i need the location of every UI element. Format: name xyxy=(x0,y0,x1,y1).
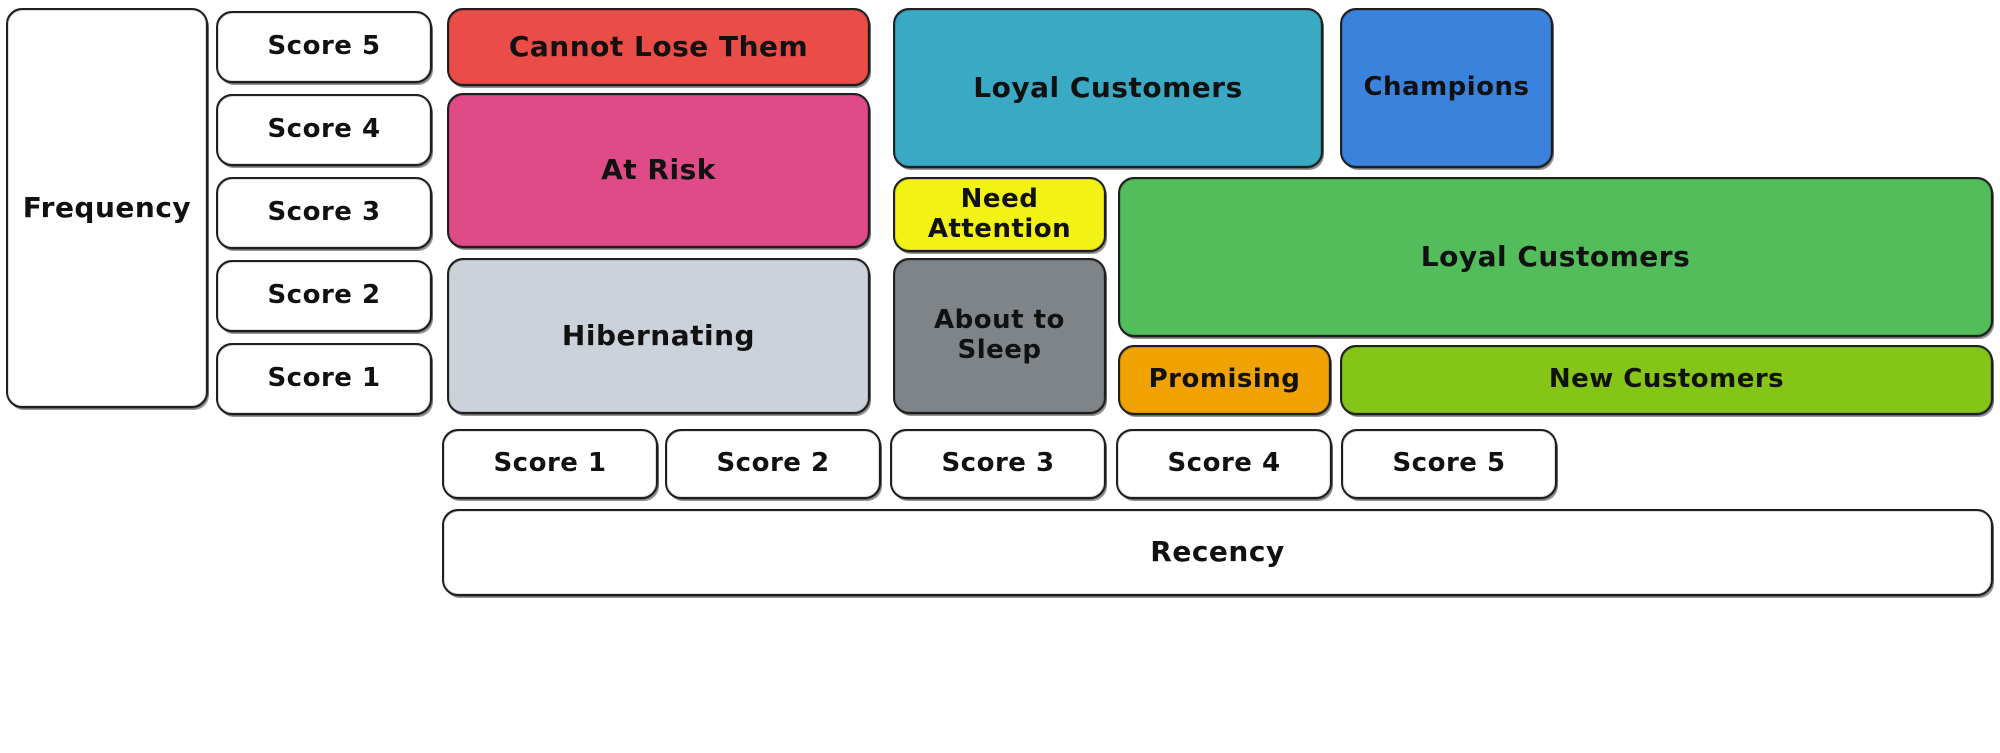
segment-cannot-lose-them[interactable]: Cannot Lose Them xyxy=(447,8,871,87)
frequency-score-1[interactable]: Score 1 xyxy=(216,343,433,416)
frequency-score-5[interactable]: Score 5 xyxy=(216,11,433,84)
recency-score-3[interactable]: Score 3 xyxy=(890,429,1107,500)
frequency-score-2[interactable]: Score 2 xyxy=(216,260,433,333)
segment-loyal-customers-green-label: Loyal Customers xyxy=(1420,239,1691,273)
frequency-score-2-label: Score 2 xyxy=(267,280,381,311)
recency-score-4-label: Score 4 xyxy=(1167,448,1281,479)
recency-score-2-label: Score 2 xyxy=(716,448,830,479)
segment-loyal-customers-green[interactable]: Loyal Customers xyxy=(1118,177,1994,338)
recency-score-5-label: Score 5 xyxy=(1392,448,1506,479)
segment-loyal-customers-teal-label: Loyal Customers xyxy=(973,70,1243,104)
recency-score-2[interactable]: Score 2 xyxy=(665,429,882,500)
segment-new-customers[interactable]: New Customers xyxy=(1340,345,1994,416)
frequency-score-5-label: Score 5 xyxy=(267,31,381,62)
frequency-axis-label: Frequency xyxy=(6,8,209,409)
recency-score-4[interactable]: Score 4 xyxy=(1116,429,1333,500)
segment-need-attention-label: Need Attention xyxy=(927,183,1072,244)
segment-new-customers-label: New Customers xyxy=(1548,364,1785,395)
segment-champions-label: Champions xyxy=(1363,72,1530,103)
frequency-score-4[interactable]: Score 4 xyxy=(216,94,433,167)
segment-promising[interactable]: Promising xyxy=(1118,345,1332,416)
segment-need-attention[interactable]: Need Attention xyxy=(893,177,1107,253)
segment-loyal-customers-teal[interactable]: Loyal Customers xyxy=(893,8,1324,169)
segment-about-to-sleep[interactable]: About to Sleep xyxy=(893,258,1107,415)
recency-score-1-label: Score 1 xyxy=(493,448,607,479)
segment-about-to-sleep-label: About to Sleep xyxy=(934,305,1065,365)
recency-axis-label-text: Recency xyxy=(1150,535,1285,569)
segment-hibernating[interactable]: Hibernating xyxy=(447,258,871,415)
segment-at-risk-label: At Risk xyxy=(601,153,716,187)
frequency-score-3-label: Score 3 xyxy=(267,197,381,228)
frequency-score-1-label: Score 1 xyxy=(267,363,381,394)
recency-axis-label: Recency xyxy=(442,509,1994,597)
frequency-score-4-label: Score 4 xyxy=(267,114,381,145)
frequency-axis-label-text: Frequency xyxy=(22,190,192,224)
recency-score-5[interactable]: Score 5 xyxy=(1341,429,1558,500)
segment-champions[interactable]: Champions xyxy=(1340,8,1554,169)
segment-cannot-lose-them-label: Cannot Lose Them xyxy=(508,29,809,63)
segment-hibernating-label: Hibernating xyxy=(561,318,756,352)
recency-score-1[interactable]: Score 1 xyxy=(442,429,659,500)
segment-promising-label: Promising xyxy=(1148,364,1301,395)
segment-at-risk[interactable]: At Risk xyxy=(447,93,871,249)
frequency-score-3[interactable]: Score 3 xyxy=(216,177,433,250)
recency-score-3-label: Score 3 xyxy=(941,448,1055,479)
